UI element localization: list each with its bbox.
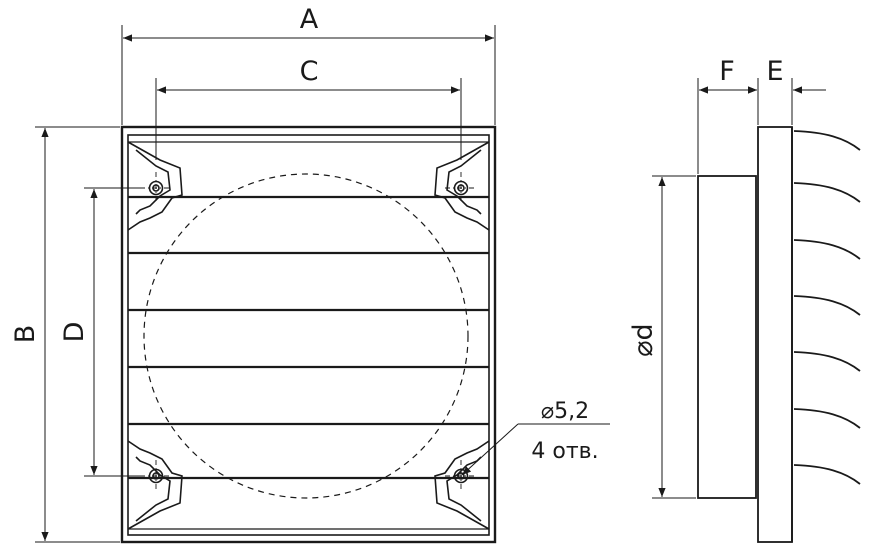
mounting-bracket-bottom-right [434,440,490,530]
mounting-bracket-top-right [434,141,490,231]
spigot [697,175,757,499]
hole-diameter-label: ⌀5,2 [541,399,589,424]
outer-frame [120,125,497,544]
hole-center-lines [140,172,477,492]
mounting-hole-icon [148,180,164,196]
dim-label-b: B [10,325,41,344]
dim-label-c: C [300,56,319,87]
mounting-bracket-top-left [127,141,183,231]
louver-blades-side [793,130,861,485]
dimension-lines-front [35,25,610,543]
mounting-hole-icon [148,468,164,484]
dimension-lines-side [652,78,826,499]
dim-label-a: A [300,4,319,35]
duct-outline [143,173,469,499]
dim-label-f: F [719,56,735,87]
dim-label-d: D [59,322,90,343]
dim-label-diameter: ⌀d [628,323,659,356]
front-view [120,125,497,544]
flange-plate [757,126,793,543]
mounting-hole-icon [453,180,469,196]
mounting-hole-icon [453,468,469,484]
side-view [697,126,861,543]
louver-slats [128,141,489,530]
dim-label-e: E [766,56,783,87]
mounting-bracket-bottom-left [127,440,183,530]
hole-count-label: 4 отв. [531,439,598,464]
inner-frame [127,134,490,536]
